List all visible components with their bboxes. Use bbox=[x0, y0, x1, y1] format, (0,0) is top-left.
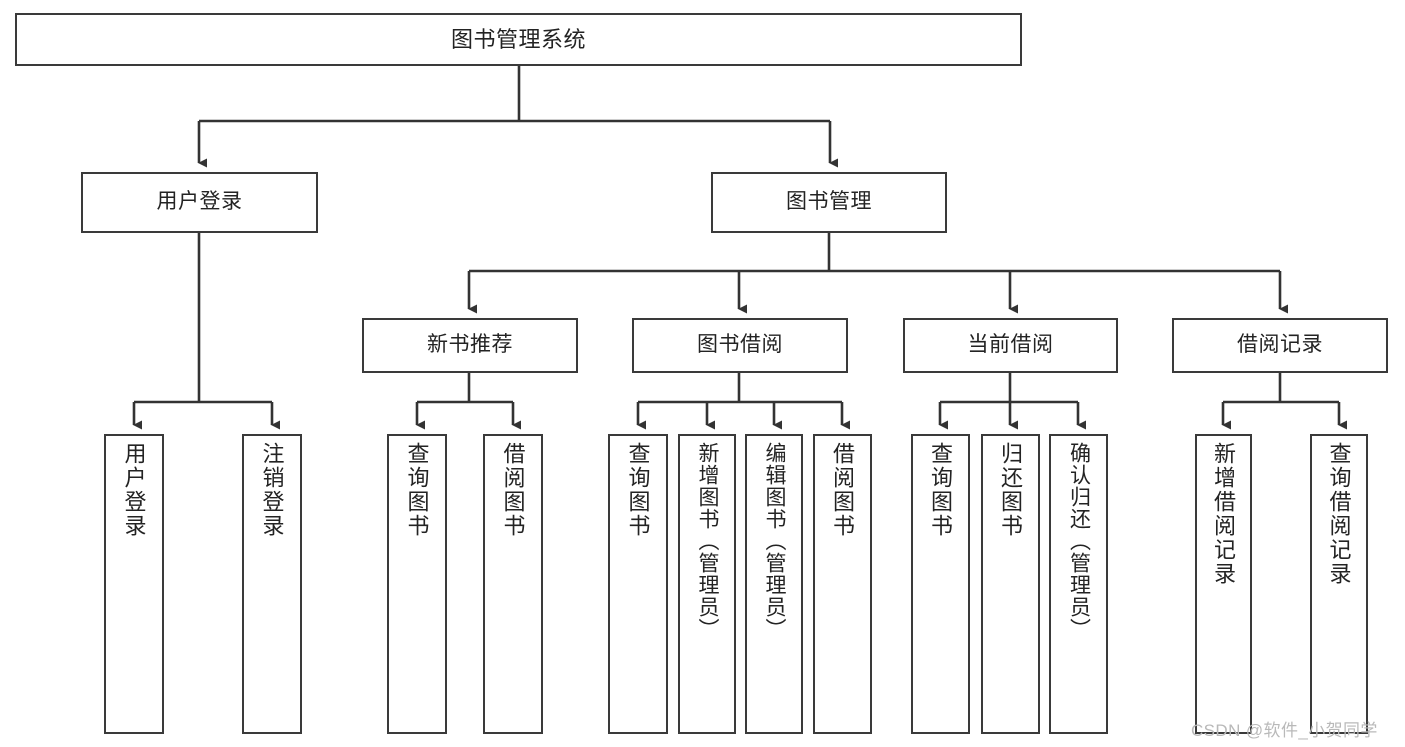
watermark: CSDN @软件_小贺同学 bbox=[1191, 721, 1378, 740]
node-label: 查询借阅记录 bbox=[1326, 442, 1352, 586]
node-leaf-query-book-borrow[interactable]: 查询图书 bbox=[608, 434, 668, 734]
node-leaf-confirm-return[interactable]: 确认归还（管理员） bbox=[1049, 434, 1108, 734]
node-label: 当前借阅 bbox=[967, 333, 1054, 357]
node-label: 新书推荐 bbox=[427, 333, 513, 357]
node-leaf-edit-book[interactable]: 编辑图书（管理员） bbox=[745, 434, 803, 734]
node-label: 查询图书 bbox=[404, 442, 430, 538]
node-label: 查询图书 bbox=[928, 442, 954, 538]
node-label: 编辑图书（管理员） bbox=[763, 442, 787, 640]
edge-borrowrecord-to-leaves bbox=[1221, 373, 1347, 430]
node-leaf-borrow-book-recommend[interactable]: 借阅图书 bbox=[483, 434, 543, 734]
node-current-borrow[interactable]: 当前借阅 bbox=[903, 318, 1118, 373]
node-label: 用户登录 bbox=[156, 190, 243, 214]
edge-bookmanage-to-level2 bbox=[467, 233, 1288, 314]
node-leaf-query-book-recommend[interactable]: 查询图书 bbox=[387, 434, 447, 734]
edge-currentborrow-to-leaves bbox=[938, 373, 1086, 430]
node-label: 新增借阅记录 bbox=[1211, 442, 1237, 586]
edge-bookborrow-to-leaves bbox=[636, 373, 850, 430]
node-label: 借阅记录 bbox=[1237, 333, 1323, 357]
node-label: 用户登录 bbox=[121, 442, 147, 538]
node-user-login[interactable]: 用户登录 bbox=[81, 172, 318, 233]
node-label: 注销登录 bbox=[259, 442, 285, 538]
node-label: 图书借阅 bbox=[697, 333, 783, 357]
node-label: 归还图书 bbox=[998, 442, 1024, 538]
node-borrow-record[interactable]: 借阅记录 bbox=[1172, 318, 1388, 373]
node-leaf-borrow-book[interactable]: 借阅图书 bbox=[813, 434, 872, 734]
node-label: 图书管理系统 bbox=[450, 26, 586, 52]
edge-newbook-to-leaves bbox=[415, 373, 521, 430]
node-leaf-add-borrow-record[interactable]: 新增借阅记录 bbox=[1195, 434, 1252, 734]
node-label: 借阅图书 bbox=[830, 442, 856, 538]
edge-userlogin-to-leaves bbox=[132, 233, 280, 430]
node-label: 新增图书（管理员） bbox=[696, 442, 720, 640]
node-root-system[interactable]: 图书管理系统 bbox=[15, 13, 1022, 66]
node-leaf-user-login[interactable]: 用户登录 bbox=[104, 434, 164, 734]
node-label: 图书管理 bbox=[786, 190, 872, 214]
node-label: 查询图书 bbox=[625, 442, 651, 538]
node-leaf-add-book[interactable]: 新增图书（管理员） bbox=[678, 434, 736, 734]
node-leaf-query-book-current[interactable]: 查询图书 bbox=[911, 434, 970, 734]
edge-root-to-level1 bbox=[197, 66, 838, 168]
node-book-manage[interactable]: 图书管理 bbox=[711, 172, 947, 233]
node-leaf-user-logout[interactable]: 注销登录 bbox=[242, 434, 302, 734]
node-new-book-recommend[interactable]: 新书推荐 bbox=[362, 318, 578, 373]
node-leaf-return-book[interactable]: 归还图书 bbox=[981, 434, 1040, 734]
node-label: 确认归还（管理员） bbox=[1067, 442, 1091, 640]
node-book-borrow[interactable]: 图书借阅 bbox=[632, 318, 848, 373]
node-leaf-query-borrow-record[interactable]: 查询借阅记录 bbox=[1310, 434, 1368, 734]
node-label: 借阅图书 bbox=[500, 442, 526, 538]
